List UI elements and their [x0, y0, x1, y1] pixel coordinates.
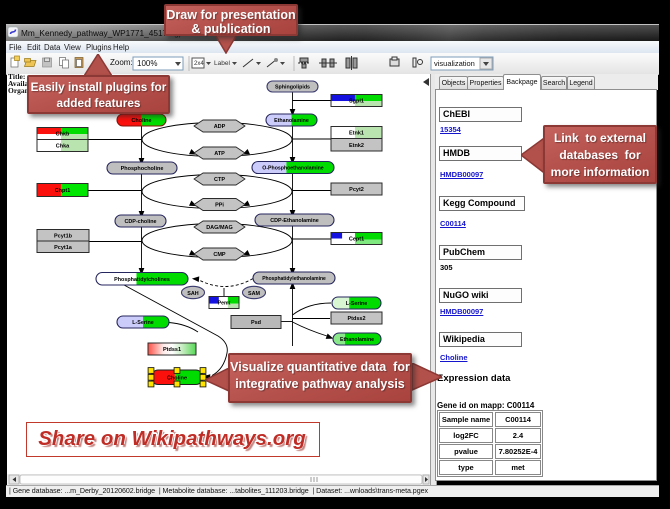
svg-text:CMP: CMP: [213, 252, 226, 258]
svg-text:Psd: Psd: [251, 320, 261, 326]
svg-text:CDP-choline: CDP-choline: [124, 219, 156, 225]
svg-text:Sgpl1: Sgpl1: [349, 99, 364, 105]
svg-text:Chka: Chka: [56, 144, 70, 150]
svg-text:2x4: 2x4: [194, 61, 204, 67]
svg-text:O-Phosphoethanolamine: O-Phosphoethanolamine: [262, 166, 324, 172]
svg-text:Chpt1: Chpt1: [55, 188, 71, 194]
svg-text:SAH: SAH: [187, 291, 198, 297]
svg-text:Cept1: Cept1: [349, 237, 364, 243]
svg-text:ADP: ADP: [214, 124, 226, 130]
svg-text:Zoom:: Zoom:: [110, 58, 133, 67]
svg-text:met: met: [511, 463, 525, 472]
svg-text:Ethanolamine: Ethanolamine: [340, 337, 374, 343]
svg-text:Phosphatidylcholines: Phosphatidylcholines: [114, 277, 170, 283]
svg-text:log2FC: log2FC: [453, 431, 479, 440]
svg-text:L-Serine: L-Serine: [346, 301, 368, 307]
svg-text:Pemt: Pemt: [218, 301, 231, 307]
svg-text:Label: Label: [214, 60, 230, 67]
svg-text:100%: 100%: [137, 59, 157, 68]
svg-text:Pcyt1b: Pcyt1b: [54, 233, 73, 239]
svg-text:Choline: Choline: [167, 375, 187, 381]
svg-text:Pcyt2: Pcyt2: [349, 187, 364, 193]
svg-text:2.4: 2.4: [513, 431, 524, 440]
svg-text:CDP-Ethanolamine: CDP-Ethanolamine: [270, 218, 319, 224]
svg-text:Sample name: Sample name: [442, 415, 490, 424]
svg-text:7.80252E-4: 7.80252E-4: [499, 447, 539, 456]
svg-text:Ethanolamine: Ethanolamine: [274, 118, 309, 124]
svg-text:Chkb: Chkb: [56, 132, 70, 138]
svg-text:Pcyt1a: Pcyt1a: [54, 245, 73, 251]
svg-text:L-Serine: L-Serine: [132, 320, 154, 326]
svg-text:Ptdss1: Ptdss1: [163, 347, 181, 353]
svg-text:Phosphocholine: Phosphocholine: [121, 166, 164, 172]
svg-text:ATP: ATP: [214, 151, 225, 157]
svg-text:Choline: Choline: [131, 118, 151, 124]
svg-text:Phosphatidylethanolamine: Phosphatidylethanolamine: [262, 276, 326, 282]
svg-text:CTP: CTP: [214, 177, 225, 183]
svg-text:Etnk1: Etnk1: [349, 131, 364, 137]
svg-text:C00114: C00114: [505, 415, 532, 424]
svg-text:type: type: [458, 463, 473, 472]
svg-text:visualization: visualization: [434, 59, 475, 68]
svg-text:Ptdss2: Ptdss2: [347, 316, 365, 322]
svg-text:PPi: PPi: [215, 203, 224, 209]
svg-text:pvalue: pvalue: [454, 447, 478, 456]
svg-text:SAM: SAM: [248, 291, 260, 297]
svg-text:Sphingolipids: Sphingolipids: [275, 85, 310, 91]
svg-text:DAG/MAG: DAG/MAG: [206, 225, 233, 231]
svg-text:Etnk2: Etnk2: [349, 143, 364, 149]
